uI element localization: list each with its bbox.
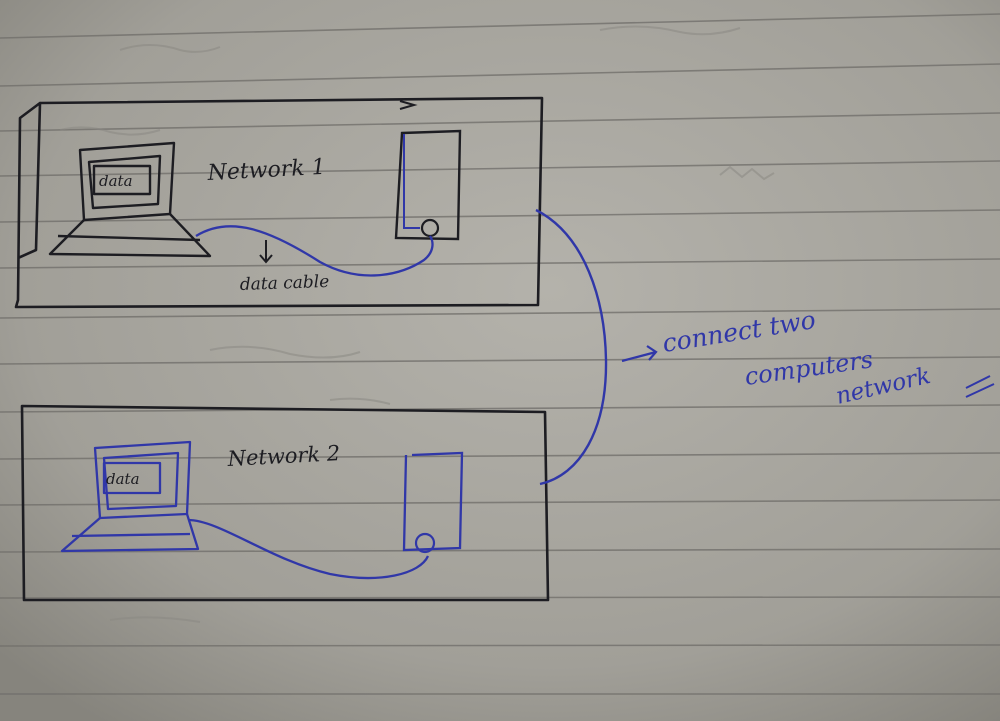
note-arrow-icon <box>621 345 658 363</box>
switch-1-icon <box>394 129 462 241</box>
arrow-icon <box>399 100 418 110</box>
network-2-label: Network 2 <box>226 441 341 471</box>
network-2-group: data Network 2 <box>20 404 550 602</box>
laptop-2-screen-text: data <box>106 470 140 488</box>
switch-2-port-icon <box>414 532 436 554</box>
network-1-label: Network 1 <box>206 155 326 186</box>
ruled-lines <box>0 13 1000 695</box>
switch-1-pen-overlay <box>403 134 420 229</box>
network-link-cable <box>535 208 608 486</box>
network-1-group: data Network 1 data cable <box>14 96 544 309</box>
laptop-2-icon <box>60 440 200 553</box>
data-cable-1 <box>195 225 434 277</box>
data-cable-2 <box>187 518 430 580</box>
switch-2-icon <box>402 451 464 552</box>
pointer-arrow-icon <box>259 240 273 264</box>
laptop-1-screen-text: data <box>99 172 133 190</box>
network-1-box <box>14 96 544 309</box>
note-end-marks <box>965 375 995 398</box>
network-2-box <box>20 404 550 602</box>
data-cable-label: data cable <box>239 272 329 295</box>
bleed-through-marks <box>59 25 775 623</box>
laptop-1-icon <box>48 141 212 258</box>
